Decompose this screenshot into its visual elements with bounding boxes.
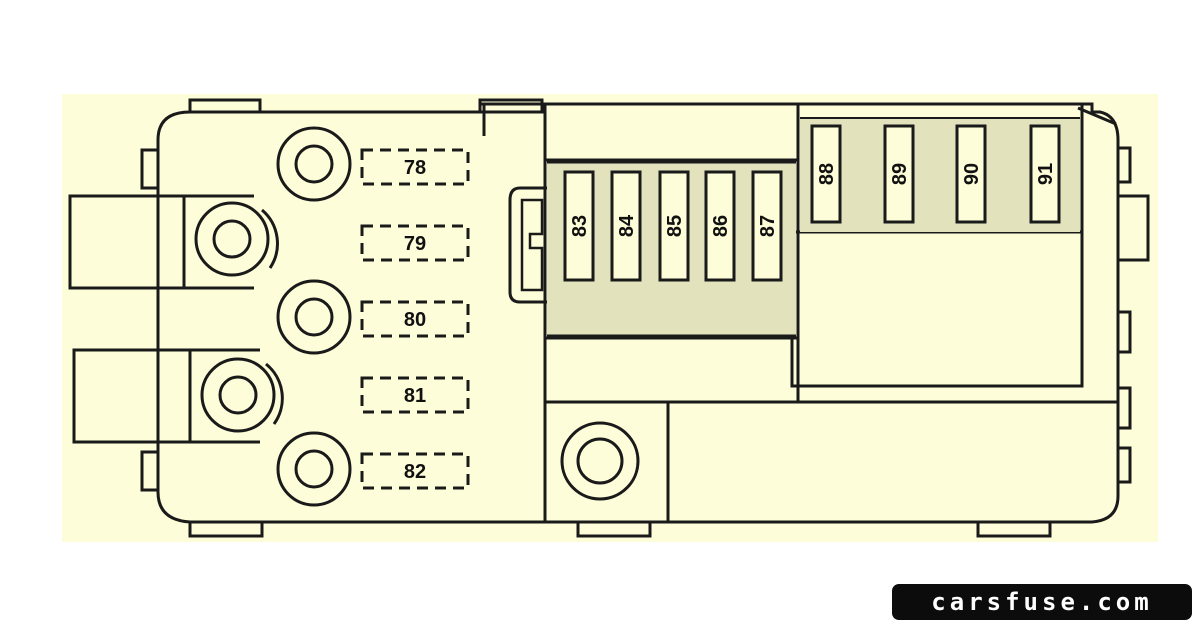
mini-fuse-label: 91 <box>1035 163 1057 185</box>
bolt-terminal <box>560 421 640 501</box>
mini-fuse-89: 89 <box>883 124 915 224</box>
watermark-badge: carsfuse.com <box>892 584 1192 620</box>
bolt-terminal <box>276 431 352 507</box>
side-fuse-81: 81 <box>360 376 470 414</box>
mini-fuse-label: 90 <box>961 163 983 185</box>
mini-fuse-label: 83 <box>569 215 591 237</box>
mini-fuse-83: 83 <box>563 170 595 282</box>
mini-fuse-88: 88 <box>810 124 842 224</box>
mini-fuse-label: 85 <box>664 215 686 237</box>
side-fuse-label: 78 <box>404 157 426 179</box>
mini-fuse-label: 86 <box>710 215 732 237</box>
bolt-terminal <box>276 279 352 355</box>
side-fuse-group: 78 79 80 81 82 <box>360 148 470 490</box>
mini-fuse-label: 84 <box>616 214 638 237</box>
mini-fuse-85: 85 <box>658 170 690 282</box>
mini-fuse-row-2: 88 89 90 91 <box>810 124 1061 224</box>
mini-fuse-84: 84 <box>610 170 642 282</box>
side-fuse-label: 81 <box>404 385 426 407</box>
mini-fuse-87: 87 <box>751 170 783 282</box>
watermark-text: carsfuse.com <box>931 588 1153 616</box>
bolt-terminal <box>276 126 352 202</box>
mini-fuse-label: 87 <box>757 215 779 237</box>
side-fuse-82: 82 <box>360 452 470 490</box>
side-fuse-label: 82 <box>404 461 426 483</box>
fuse-box-outline <box>68 98 1150 538</box>
side-fuse-80: 80 <box>360 300 470 338</box>
bolt-terminal <box>200 357 284 433</box>
side-fuse-78: 78 <box>360 148 470 186</box>
bolt-terminals <box>194 126 640 507</box>
mini-fuse-label: 89 <box>889 163 911 185</box>
side-fuse-label: 79 <box>404 233 426 255</box>
mini-fuse-90: 90 <box>955 124 987 224</box>
bolt-terminal <box>194 201 279 277</box>
side-fuse-label: 80 <box>404 309 426 331</box>
mini-fuse-row-1: 83 84 85 86 87 <box>563 170 783 282</box>
mini-fuse-91: 91 <box>1029 124 1061 224</box>
mini-fuse-86: 86 <box>704 170 736 282</box>
side-fuse-79: 79 <box>360 224 470 262</box>
mini-fuse-label: 88 <box>816 163 838 185</box>
